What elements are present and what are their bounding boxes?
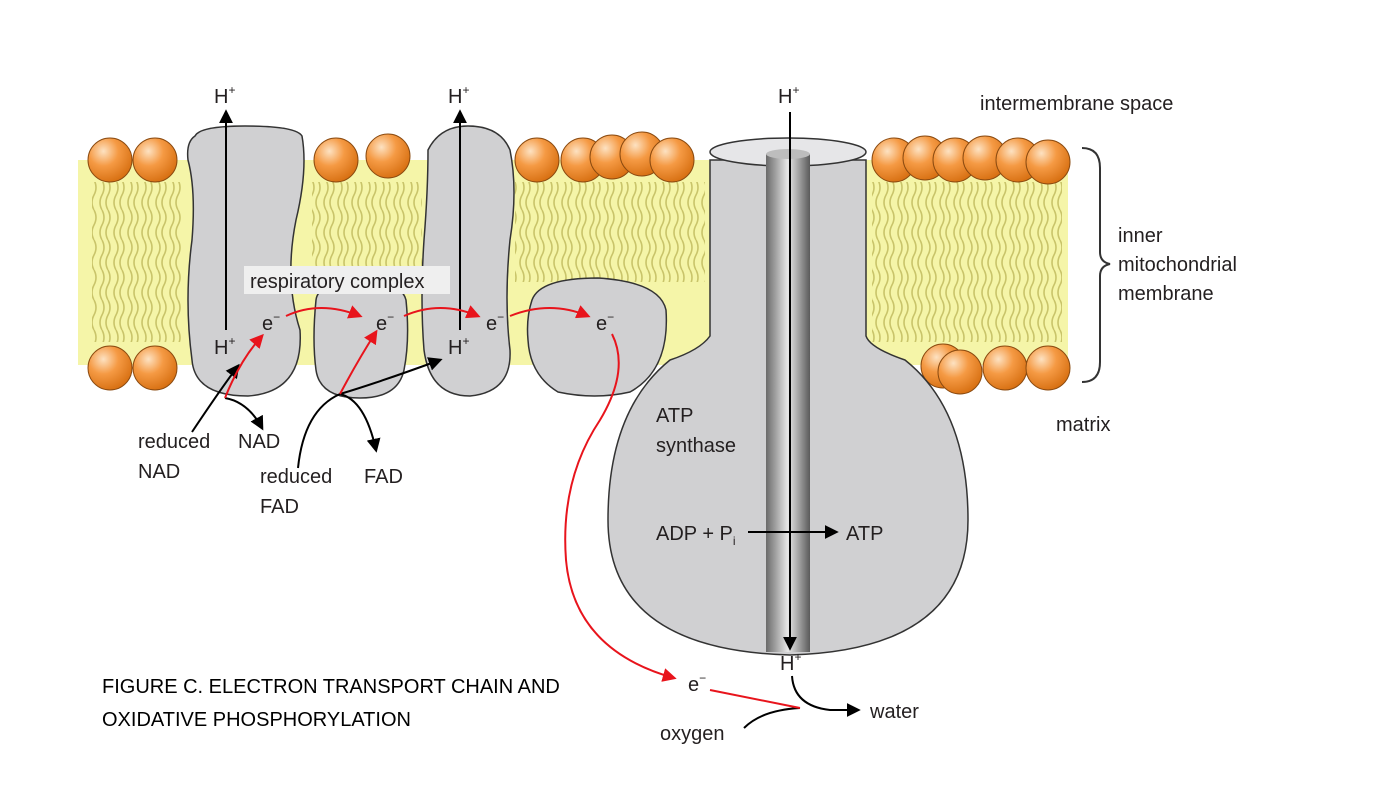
electron-arrow-2to3: [403, 305, 481, 319]
svg-text:ATP: ATP: [846, 523, 883, 545]
lipid-tails: [92, 182, 1062, 342]
figure-caption-line2: OXIDATIVE PHOSPHORYLATION: [102, 709, 411, 731]
nad-in-arrow: [191, 363, 240, 433]
svg-text:synthase: synthase: [656, 435, 736, 457]
electron-arrow-fad: [339, 329, 378, 395]
svg-text:H+: H+: [214, 83, 235, 108]
electron-arrow-nad: [224, 333, 264, 399]
intermembrane-space-label: intermembrane space: [980, 93, 1173, 115]
svg-text:NAD: NAD: [138, 461, 180, 483]
complex-2: [313, 281, 409, 399]
svg-text:ADP + Pi: ADP + Pi: [656, 523, 736, 548]
lipid-heads-bottom: [87, 343, 1071, 395]
svg-text:H+: H+: [778, 83, 799, 108]
svg-text:H+: H+: [214, 334, 235, 359]
proton-labels: H+ H+ H+ H+ H+ H+: [214, 83, 801, 675]
svg-text:reduced: reduced: [260, 466, 332, 488]
matrix-label: matrix: [1056, 414, 1110, 436]
fad-out-arrow: [339, 393, 381, 453]
nad-out-arrow: [224, 397, 264, 431]
svg-text:NAD: NAD: [238, 431, 280, 453]
proton-to-water-arrow: [791, 675, 861, 717]
electron-arrow-to-water: [709, 689, 801, 709]
respiratory-complexes: [186, 125, 668, 399]
membrane-brace: [1081, 147, 1111, 383]
figure-caption-line1: FIGURE C. ELECTRON TRANSPORT CHAIN AND: [102, 676, 560, 698]
lipid-heads-top: [87, 131, 1071, 185]
svg-text:e−: e−: [486, 310, 504, 335]
svg-text:FAD: FAD: [260, 496, 299, 518]
complex-1: [186, 125, 305, 397]
water-label: water: [869, 701, 919, 723]
membrane-label-line3: membrane: [1118, 283, 1214, 305]
svg-text:H+: H+: [448, 83, 469, 108]
electron-arrows: [224, 305, 801, 709]
svg-text:H+: H+: [780, 650, 801, 675]
electron-labels: e− e− e− e− e−: [262, 310, 706, 696]
svg-text:e−: e−: [688, 671, 706, 696]
svg-text:e−: e−: [376, 310, 394, 335]
oxygen-to-water-arrow: [743, 707, 801, 729]
electron-arrow-1to2: [285, 305, 363, 319]
electron-arrow-3to4: [509, 305, 591, 319]
membrane-label-line2: mitochondrial: [1118, 254, 1237, 276]
complex-3: [421, 125, 515, 397]
atp-synthase: [607, 137, 969, 656]
substrate-labels: reduced NAD NAD reduced FAD FAD: [138, 431, 403, 518]
electron-arrow-to-oxygen: [564, 333, 677, 682]
svg-text:ATP: ATP: [656, 405, 693, 427]
proton-arrows: [191, 109, 861, 729]
svg-text:reduced: reduced: [138, 431, 210, 453]
svg-text:H+: H+: [448, 334, 469, 359]
membrane-label-line1: inner: [1118, 225, 1163, 247]
svg-text:e−: e−: [596, 310, 614, 335]
complex-4: [526, 277, 668, 397]
svg-text:FAD: FAD: [364, 466, 403, 488]
respiratory-complex-label-bg: [244, 266, 450, 294]
svg-text:e−: e−: [262, 310, 280, 335]
respiratory-complex-label: respiratory complex: [250, 271, 425, 293]
oxygen-label: oxygen: [660, 723, 725, 745]
atp-synthase-labels: ATP synthase ADP + Pi ATP: [656, 405, 883, 548]
